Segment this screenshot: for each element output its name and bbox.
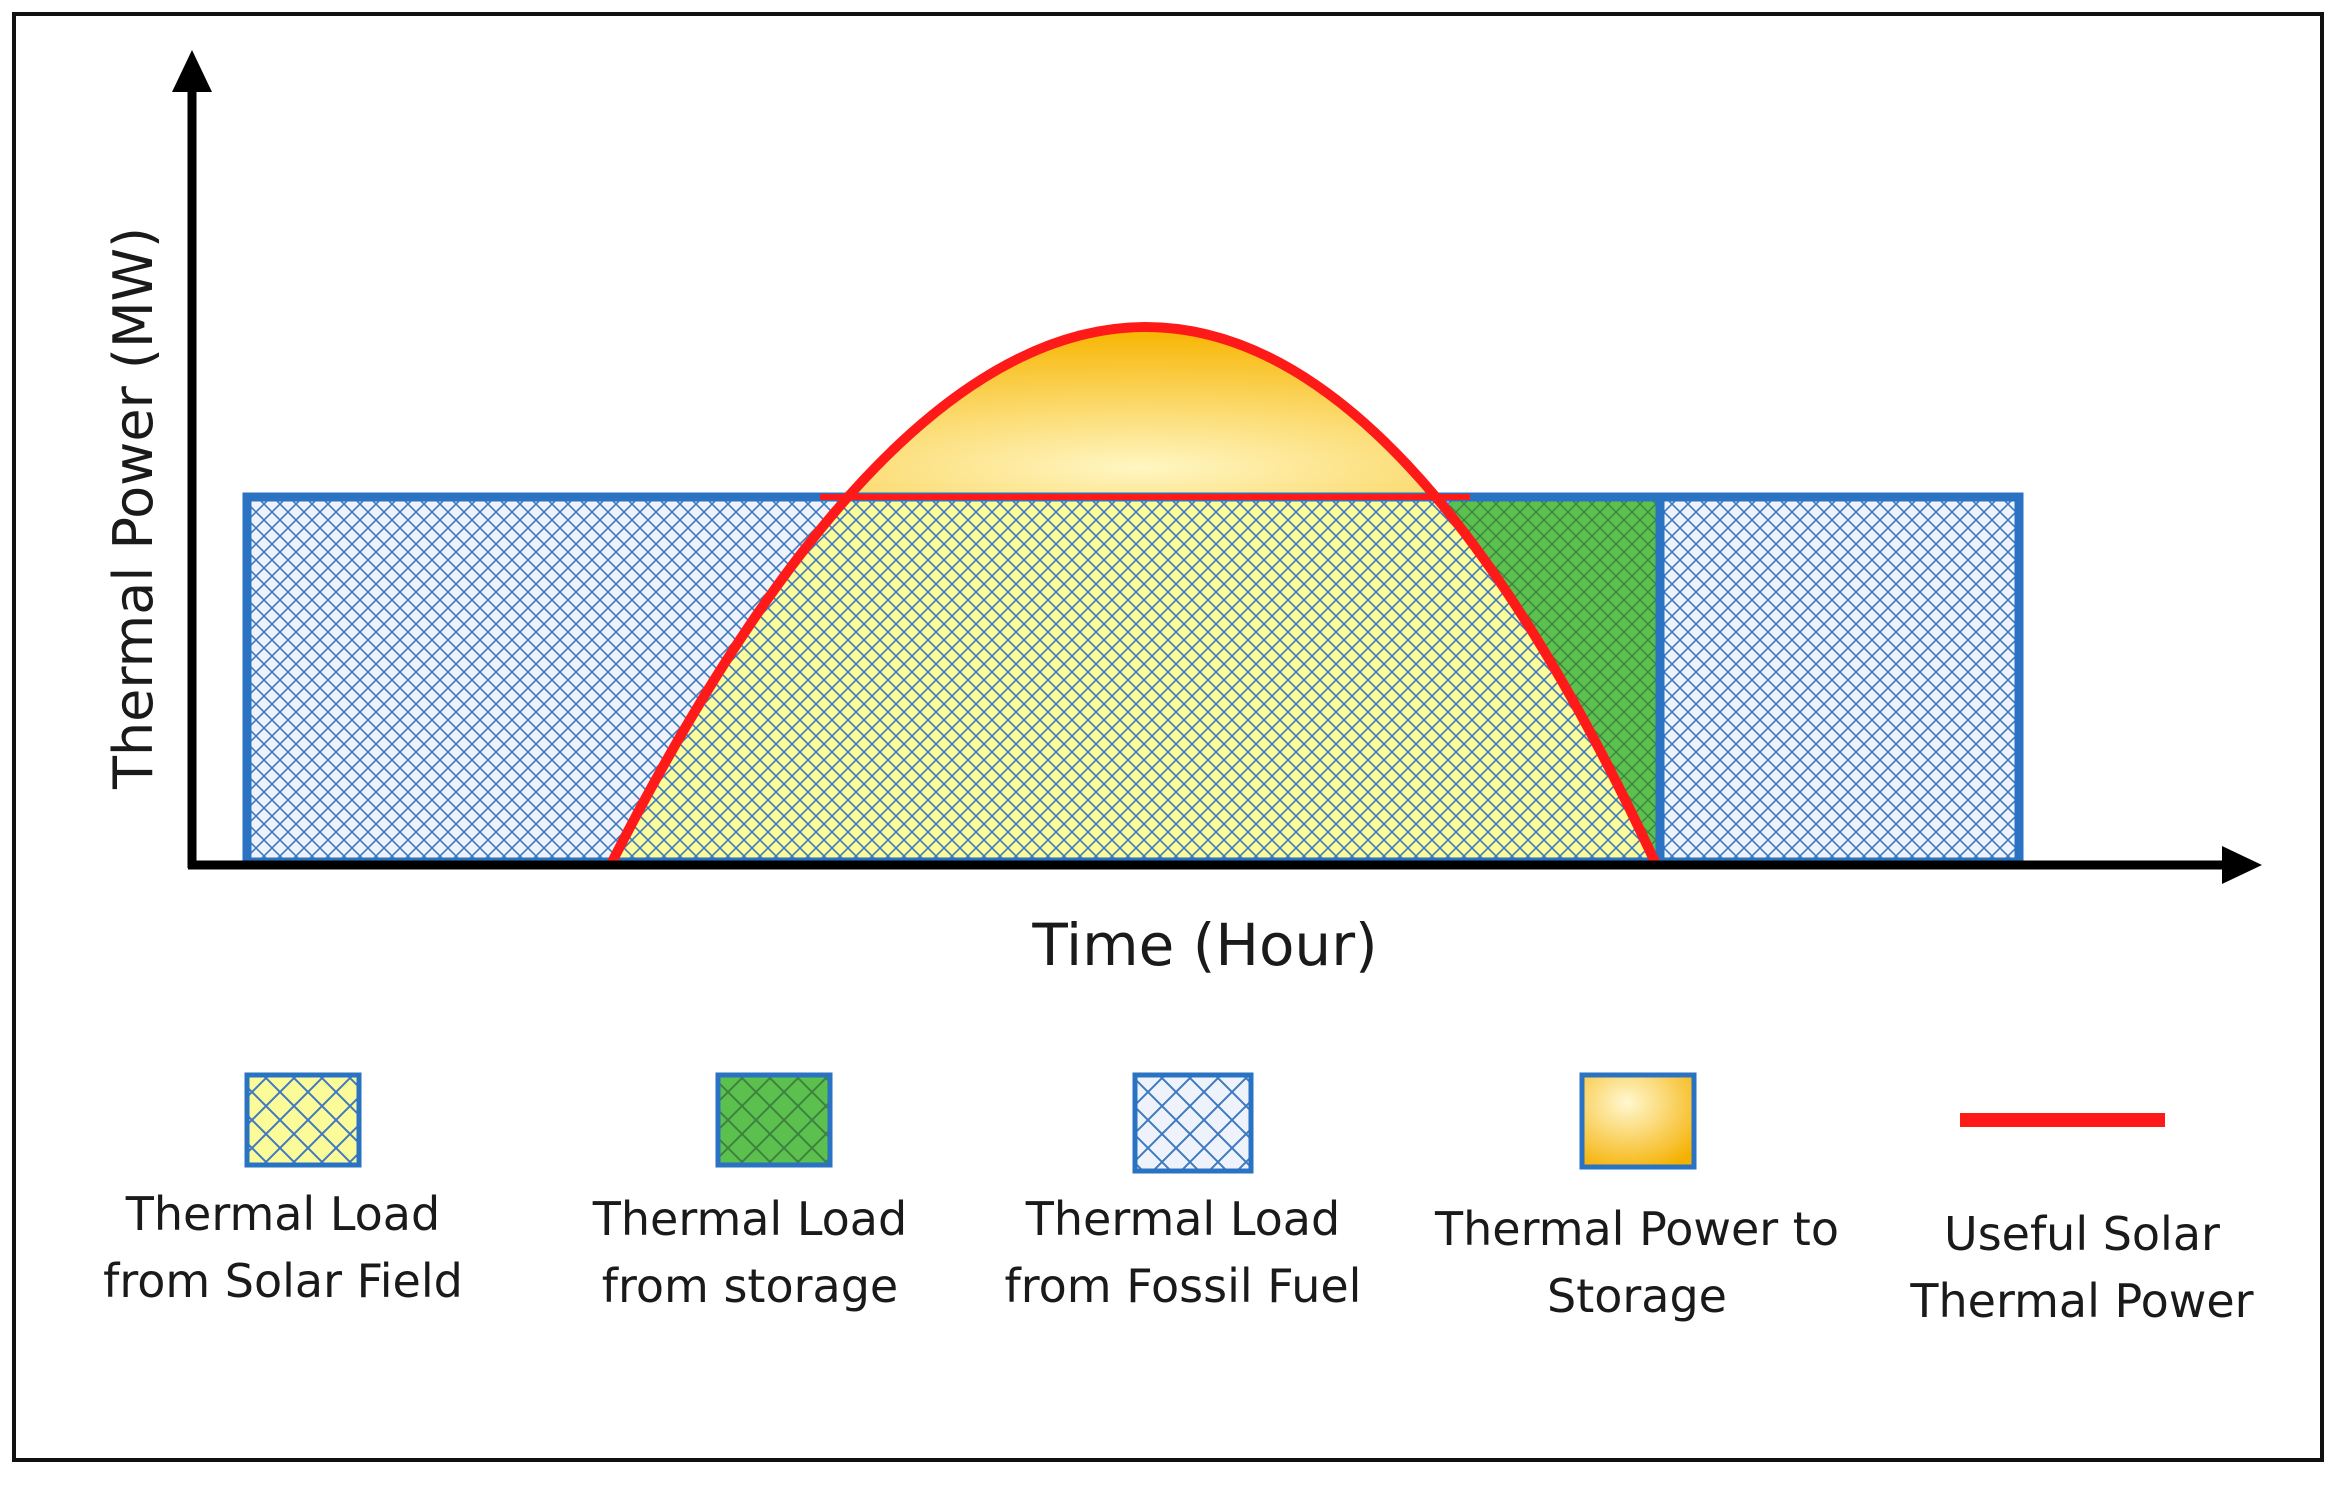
legend-label-solar-line1: Thermal Load (125, 1187, 440, 1241)
legend-label-fossil-line1: Thermal Load (1025, 1192, 1340, 1246)
legend-item-fossil-fuel: Thermal Load from Fossil Fuel (1005, 1072, 1362, 1313)
legend-label-to-storage-line2: Storage (1547, 1269, 1727, 1323)
legend-label-to-storage-line1: Thermal Power to (1434, 1202, 1839, 1256)
legend-item-useful-solar: Useful Solar Thermal Power (1909, 1113, 2254, 1328)
legend-label-useful-line1: Useful Solar (1944, 1207, 2220, 1261)
figure-frame (12, 12, 2324, 1462)
legend-label-useful-line2: Thermal Power (1909, 1274, 2253, 1328)
y-axis-arrow (172, 50, 212, 92)
useful-solar-power-curve (607, 322, 1660, 865)
legend-label-solar-line2: from Solar Field (103, 1254, 463, 1308)
legend-item-storage: Thermal Load from storage (592, 1072, 907, 1313)
legend-swatch-to-storage (1579, 1072, 1697, 1170)
legend-label-storage-line2: from storage (602, 1259, 898, 1313)
x-axis-label: Time (Hour) (1031, 911, 1377, 979)
legend-item-solar-field: Thermal Load from Solar Field (103, 1072, 463, 1308)
legend-item-power-to-storage: Thermal Power to Storage (1434, 1072, 1839, 1323)
x-axis-arrow (2222, 846, 2262, 884)
legend: Thermal Load from Solar Field Thermal Lo… (103, 1072, 2254, 1328)
legend-label-fossil-line2: from Fossil Fuel (1005, 1259, 1362, 1313)
y-axis-label: Thermal Power (MW) (102, 227, 165, 790)
legend-label-storage-line1: Thermal Load (592, 1192, 907, 1246)
